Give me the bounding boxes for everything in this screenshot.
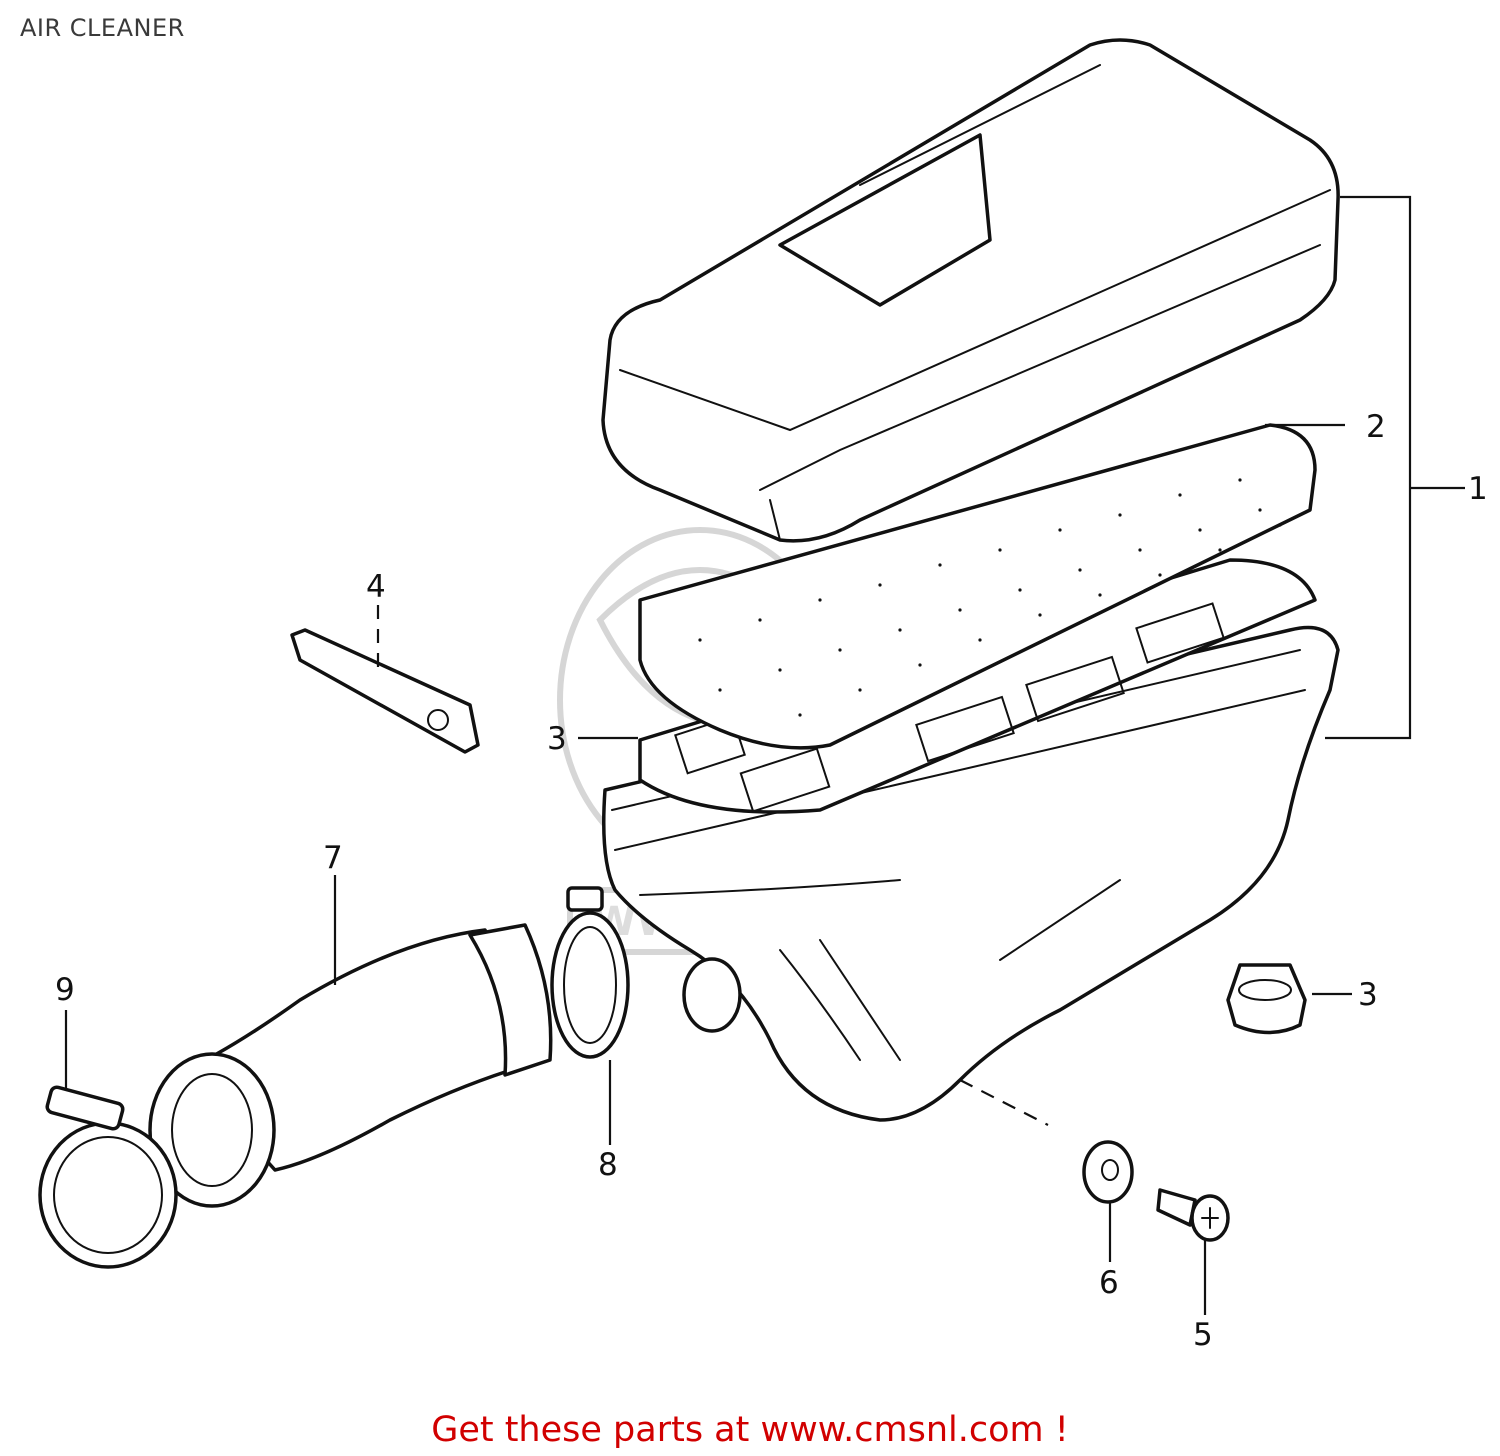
callout-2: 2 — [1366, 409, 1386, 445]
hose-clamp-large — [550, 886, 630, 1059]
callout-7: 7 — [323, 840, 343, 876]
callout-1: 1 — [1468, 471, 1488, 507]
hose-clamp-small — [38, 1085, 178, 1269]
washer — [1082, 1140, 1134, 1204]
callout-3-plug: 3 — [1358, 977, 1378, 1013]
callout-3-gasket: 3 — [547, 721, 567, 757]
leader-lines — [64, 195, 1465, 1315]
callout-8: 8 — [598, 1147, 618, 1183]
callout-6: 6 — [1099, 1265, 1119, 1301]
filter-dots — [698, 478, 1282, 717]
callout-5: 5 — [1193, 1317, 1213, 1353]
drain-plug — [1226, 963, 1307, 1035]
callout-9: 9 — [55, 972, 75, 1008]
get-parts-link[interactable]: Get these parts at www.cmsnl.com ! — [431, 1410, 1069, 1450]
screw — [1156, 1188, 1230, 1242]
bracket-clip — [290, 628, 480, 754]
page-title: AIR CLEANER — [20, 14, 185, 42]
air-cleaner-cover — [601, 38, 1340, 543]
filter-element — [638, 423, 1317, 750]
callout-4: 4 — [366, 569, 386, 605]
intake-hose — [148, 923, 553, 1208]
